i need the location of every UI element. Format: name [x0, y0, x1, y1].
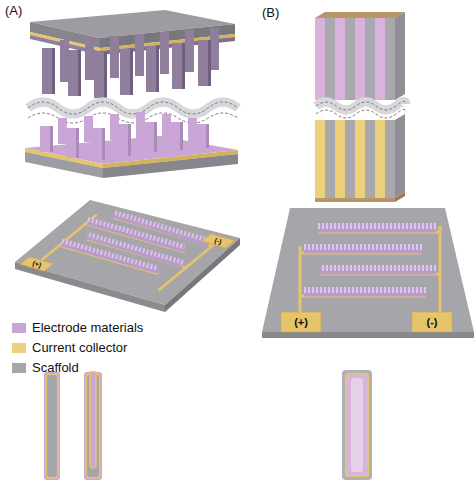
panel-label: (A) — [5, 4, 22, 17]
legend-text: Electrode materials — [32, 320, 143, 335]
legend-swatch — [12, 343, 26, 353]
interdigitated-device — [262, 208, 474, 338]
legend-swatch — [12, 323, 26, 333]
legend-swatch — [12, 363, 26, 373]
legend-text: Scaffold — [32, 360, 79, 375]
legend-entry: Current collector — [12, 340, 127, 355]
legend-text: Current collector — [32, 340, 127, 355]
polarity-label: (-) — [427, 317, 438, 328]
stacked-3d-cell — [25, 10, 238, 178]
legend-entry: Scaffold — [12, 360, 79, 375]
legend-entry: Electrode materials — [12, 320, 143, 335]
panel-label: (B) — [262, 6, 279, 19]
polarity-label: (+) — [294, 317, 308, 328]
stacked-wall-cell — [315, 12, 406, 202]
cross-section — [44, 370, 372, 480]
interdigitated-device — [15, 200, 240, 312]
